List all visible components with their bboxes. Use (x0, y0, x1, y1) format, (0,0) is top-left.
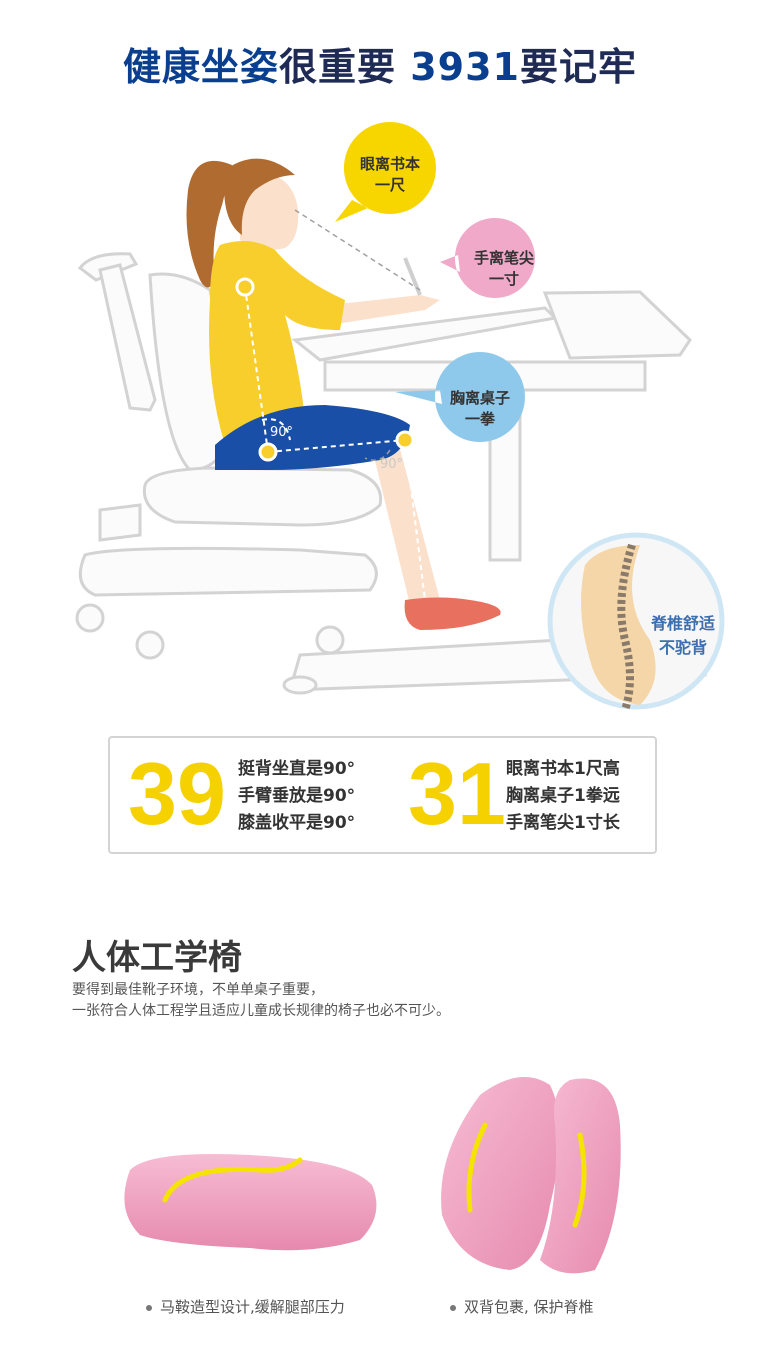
stat-39-line: 挺背坐直是90° (238, 759, 356, 779)
stat-31-line: 手离笔尖1寸长 (506, 813, 620, 833)
stat-31-line: 胸离桌子1拳远 (506, 786, 620, 806)
stat-31-line: 眼离书本1尺高 (506, 759, 620, 779)
hand-bubble-shape (440, 218, 535, 298)
stat-39-number: 39 (128, 744, 226, 843)
eye-bubble-line2: 一尺 (374, 176, 405, 194)
posture-stats-box: 39 挺背坐直是90° 手臂垂放是90° 膝盖收平是90° 31 眼离书本1尺高… (108, 736, 657, 854)
stat-39-lines: 挺背坐直是90° 手臂垂放是90° 膝盖收平是90° (238, 756, 355, 837)
section-desc-line1: 要得到最佳靴子环境，不单单桌子重要， (72, 982, 324, 998)
seat-caption-text: 马鞍造型设计,缓解腿部压力 (160, 1298, 345, 1316)
joint-markers (235, 277, 415, 462)
eye-bubble-shape (335, 122, 436, 222)
knee-angle-label: 90° (380, 457, 403, 472)
bullet-icon (450, 1304, 456, 1311)
headline-part3: 3931 (410, 45, 520, 89)
stat-39-line: 膝盖收平是90° (238, 813, 356, 833)
bullet-icon (146, 1304, 152, 1311)
section-description: 要得到最佳靴子环境，不单单桌子重要， 一张符合人体工程学且适应儿童成长规律的椅子… (72, 980, 450, 1022)
headline-part1: 健康坐姿 (122, 45, 279, 89)
section-desc-line2: 一张符合人体工程学且适应儿童成长规律的椅子也必不可少。 (72, 1003, 450, 1019)
section-title: 人体工学椅 (72, 938, 242, 978)
spine-inset (547, 532, 725, 712)
seat-cushion-image (124, 1154, 377, 1251)
posture-guides (244, 286, 426, 601)
posture-illustration: 90° 90° (75, 122, 725, 712)
back-caption-text: 双背包裹, 保护脊椎 (464, 1298, 594, 1316)
eye-bubble-line1: 眼离书本 (359, 155, 420, 173)
eye-bubble: 眼离书本 一尺 (348, 154, 432, 196)
page-headline: 健康坐姿很重要 3931要记牢 (0, 36, 760, 91)
hand-bubble-line2: 一寸 (488, 270, 519, 288)
chest-bubble-shape (395, 352, 525, 442)
stat-31-lines: 眼离书本1尺高 胸离桌子1拳远 手离笔尖1寸长 (506, 756, 620, 837)
spine-label-line2: 不驼背 (658, 638, 707, 657)
chest-bubble-line2: 一拳 (464, 410, 495, 428)
hand-bubble: 手离笔尖 一寸 (462, 248, 546, 290)
spine-label-line1: 脊椎舒适 (650, 614, 715, 633)
back-caption: 双背包裹, 保护脊椎 (450, 1296, 594, 1317)
chest-bubble-line1: 胸离桌子 (449, 389, 510, 407)
back-cushion-image (441, 1077, 621, 1274)
sight-line (294, 209, 421, 461)
girl-figure (186, 158, 501, 630)
seat-caption: 马鞍造型设计,缓解腿部压力 (146, 1296, 345, 1317)
hip-angle-label: 90° (270, 425, 293, 440)
chest-bubble: 胸离桌子 一拳 (437, 388, 523, 430)
stat-39-line: 手臂垂放是90° (238, 786, 356, 806)
hand-bubble-line1: 手离笔尖 (473, 249, 534, 267)
stat-31-number: 31 (408, 744, 506, 843)
spine-label: 脊椎舒适 不驼背 (640, 612, 726, 660)
headline-part4: 要记牢 (520, 45, 638, 89)
headline-part2: 很重要 (279, 45, 411, 89)
